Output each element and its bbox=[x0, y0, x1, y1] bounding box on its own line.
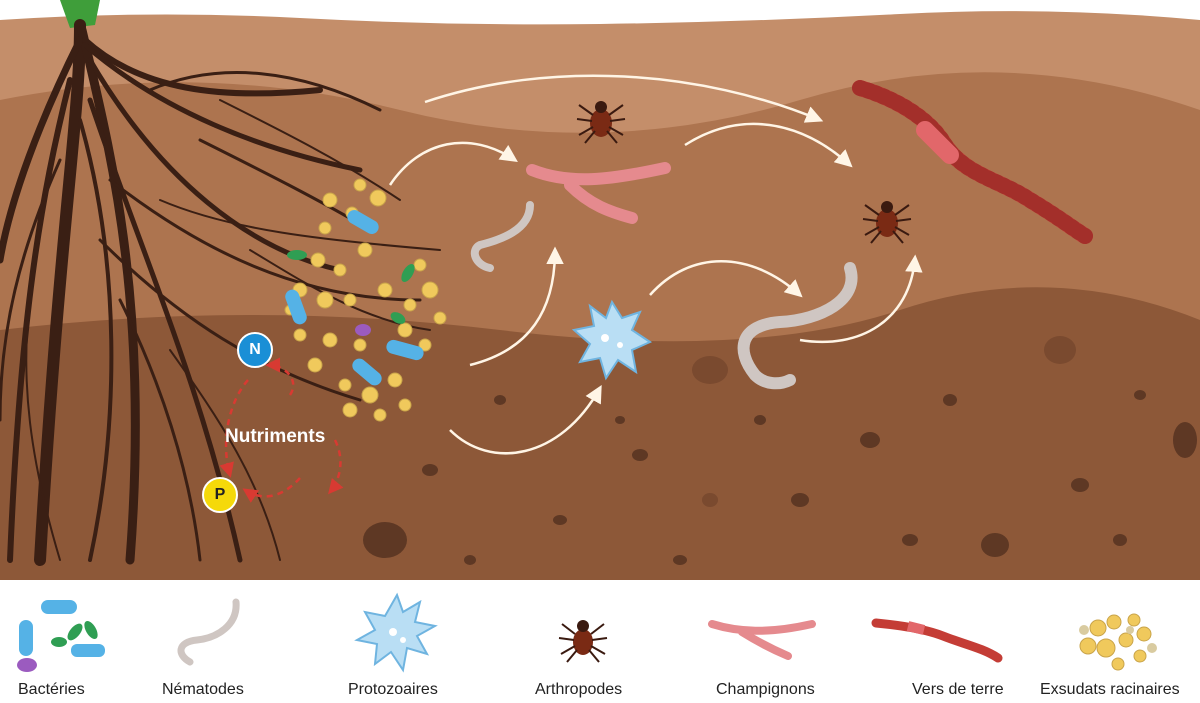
trophic-arrows bbox=[388, 74, 923, 455]
fungi-organism bbox=[526, 162, 671, 224]
fungi-icon bbox=[708, 620, 816, 660]
legend-item-nematodes: Nématodes bbox=[162, 580, 262, 703]
soil-lower-layer bbox=[0, 287, 1200, 580]
soil-layers bbox=[0, 11, 1200, 580]
protozoa-icon bbox=[354, 592, 438, 673]
nematode-organisms bbox=[470, 201, 858, 390]
legend-item-protozoa: Protozoaires bbox=[345, 580, 455, 703]
legend: Bactéries Nématodes Protozoaires Arthrop… bbox=[0, 580, 1200, 703]
legend-label: Protozoaires bbox=[348, 681, 438, 698]
legend-item-root-exudates: Exsudats racinaires bbox=[1040, 580, 1195, 703]
legend-label: Exsudats racinaires bbox=[1040, 681, 1180, 698]
arthropod-icon bbox=[558, 620, 608, 663]
bacteria-cluster bbox=[285, 210, 424, 386]
arthropod-organisms bbox=[576, 101, 912, 244]
nitrogen-badge: N bbox=[237, 332, 273, 368]
root-exudates-cluster bbox=[284, 178, 447, 422]
legend-label: Champignons bbox=[716, 681, 815, 698]
plant-stem bbox=[60, 0, 100, 28]
phosphorus-badge: P bbox=[202, 477, 238, 513]
pebbles bbox=[363, 336, 1197, 565]
earthworm-organism bbox=[852, 80, 1093, 244]
nutrients-label: Nutriments bbox=[225, 426, 326, 447]
legend-item-fungi: Champignons bbox=[708, 580, 833, 703]
protozoa-organism bbox=[571, 299, 653, 381]
legend-label: Bactéries bbox=[18, 681, 85, 698]
nutrient-cycle-arrows bbox=[219, 357, 344, 503]
root-exudates-icon bbox=[1079, 613, 1157, 671]
legend-item-bacteria: Bactéries bbox=[15, 580, 125, 703]
soil-food-web-diagram bbox=[0, 0, 1200, 580]
legend-label: Vers de terre bbox=[912, 681, 1004, 698]
legend-item-arthropods: Arthropodes bbox=[535, 580, 645, 703]
legend-item-earthworms: Vers de terre bbox=[868, 580, 1008, 703]
bacteria-icon bbox=[17, 600, 105, 672]
legend-label: Nématodes bbox=[162, 681, 244, 698]
earthworm-icon bbox=[871, 618, 1003, 663]
nematode-icon bbox=[177, 598, 240, 666]
legend-label: Arthropodes bbox=[535, 681, 623, 698]
